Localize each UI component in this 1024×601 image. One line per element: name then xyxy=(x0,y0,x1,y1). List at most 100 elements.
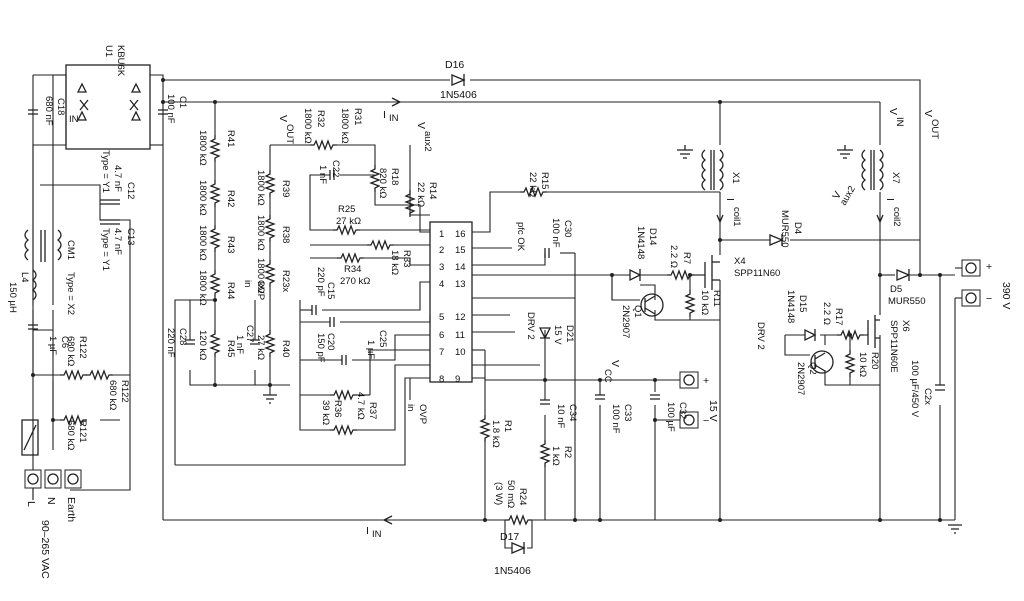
v390-label: 390 V xyxy=(1000,282,1012,309)
resistor-r2 xyxy=(540,439,550,468)
aux-plus-sign: + xyxy=(703,375,709,387)
c18-value: 680 nF xyxy=(43,96,54,126)
r122b-label: R122 xyxy=(119,380,130,403)
q2-value: 2N2907 xyxy=(795,362,806,395)
c33-value: 100 nF xyxy=(610,404,621,434)
r42-value: 1800 kΩ xyxy=(197,180,208,216)
bridge-in-label: IN xyxy=(69,114,79,125)
out-minus-sign: − xyxy=(986,293,992,305)
c28-value: 220 nF xyxy=(165,328,176,358)
r43-value: 1800 kΩ xyxy=(197,225,208,261)
r15-label: R15 xyxy=(539,172,550,189)
r122-label: R122 xyxy=(77,336,88,359)
terminal-earth-label: Earth xyxy=(65,497,77,522)
r40-value: 27 kΩ xyxy=(255,335,266,360)
r24-watt: (3 W) xyxy=(493,482,504,505)
r15-value: 22 kΩ xyxy=(527,172,538,197)
c25-value: 1 µF xyxy=(365,340,376,359)
terminal-n-label: N xyxy=(45,497,57,505)
v15-label: 15 V xyxy=(707,400,719,422)
pin-14: 14 xyxy=(455,262,466,273)
ovp-in-2b: in xyxy=(405,404,416,411)
r121-label: R121 xyxy=(77,420,88,443)
wiring xyxy=(32,74,965,549)
controller-ic xyxy=(429,221,473,383)
r7-label: R7 xyxy=(681,252,692,264)
d5-label: D5 xyxy=(890,284,902,295)
d21-value: 15 V xyxy=(552,325,563,345)
d15-label: D15 xyxy=(797,295,808,312)
common-mode-choke-cm1 xyxy=(24,229,62,262)
ovp-in-1: OVP xyxy=(255,280,266,300)
c30-value: 100 nF xyxy=(550,218,561,248)
c20-value: 150 pF xyxy=(315,333,326,363)
r122b-value: 680 kΩ xyxy=(107,380,118,410)
resistor-r40 xyxy=(265,329,275,358)
c1-value: 100 nF xyxy=(165,94,176,124)
r33-label: R33 xyxy=(401,250,412,267)
terminal-l-label: L xyxy=(25,501,37,507)
r11-value: 10 kΩ xyxy=(699,290,710,315)
c32-label: C32 xyxy=(677,402,688,419)
icoil1-label: I xyxy=(724,198,736,201)
vcc-label: V xyxy=(609,360,621,367)
r25-value: 27 kΩ xyxy=(336,216,361,227)
iin-bottom-label: I xyxy=(366,525,369,537)
r31-label: R31 xyxy=(352,108,363,125)
l4-value: 150 µH xyxy=(7,282,18,313)
junction-dots xyxy=(31,78,942,522)
q1-value: 2N2907 xyxy=(620,305,631,338)
pin-16: 16 xyxy=(455,229,466,240)
capacitor-c1 xyxy=(158,109,168,115)
r24-label: R24 xyxy=(517,488,528,505)
r18-label: R18 xyxy=(389,168,400,185)
diodes xyxy=(21,234,911,554)
c28-label: C28 xyxy=(177,328,188,345)
diode-d16 xyxy=(451,74,466,86)
l4-label: L4 xyxy=(19,272,30,283)
r37-label: R37 xyxy=(367,402,378,419)
c12-value: 4.7 nF xyxy=(112,165,123,192)
x1-label: X1 xyxy=(730,172,741,184)
r25-label: R25 xyxy=(338,204,355,215)
vout-left-label: V xyxy=(277,115,289,122)
aux-minus-sign: − xyxy=(703,415,709,427)
r44-label: R44 xyxy=(225,282,236,299)
c12-label: C12 xyxy=(125,182,136,199)
r34-value: 270 kΩ xyxy=(340,276,370,287)
d14-label: D14 xyxy=(647,228,658,245)
terminals xyxy=(24,259,981,489)
c22-value: 1 nF xyxy=(317,165,328,184)
r2-value: 1 kΩ xyxy=(550,446,561,466)
pin-5: 5 xyxy=(439,312,444,323)
d16-label: D16 xyxy=(445,59,464,71)
icoil2-label: I xyxy=(884,198,896,201)
vaux2b-sub: aux2 xyxy=(838,184,858,207)
out-plus-sign: + xyxy=(986,261,992,273)
r1-label: R1 xyxy=(502,420,513,432)
drv2-b-label: DRV 2 xyxy=(755,322,766,350)
icoil2-sub: coil2 xyxy=(891,207,902,227)
pin-2: 2 xyxy=(439,245,444,256)
resistor-r23 xyxy=(265,259,275,288)
r41-label: R41 xyxy=(225,130,236,147)
c34-label: C34 xyxy=(567,404,578,421)
r24-value: 50 mΩ xyxy=(505,480,516,508)
r32-label: R32 xyxy=(315,110,326,127)
r45-value: 120 kΩ xyxy=(197,330,208,360)
resistor-r32-r31 xyxy=(309,140,338,150)
r11-label: R11 xyxy=(711,290,722,307)
iin-top-label: I xyxy=(383,109,386,121)
r40-label: R40 xyxy=(280,340,291,357)
q1-label: Q1 xyxy=(632,305,643,318)
r23-label: R23x xyxy=(280,270,291,292)
pin-10: 10 xyxy=(455,347,466,358)
r39-label: R39 xyxy=(280,180,291,197)
bridge-rectifier-u1 xyxy=(65,64,151,150)
labels: KBU6K U1 IN C18 680 nF C1 100 nF D16 1N5… xyxy=(7,45,1012,579)
pin-15: 15 xyxy=(455,245,466,256)
d17-label: D17 xyxy=(500,531,519,543)
cm1-type: Type = X2 xyxy=(65,272,76,315)
c6-label: C6 xyxy=(59,336,70,348)
vin-label: V xyxy=(887,108,899,115)
